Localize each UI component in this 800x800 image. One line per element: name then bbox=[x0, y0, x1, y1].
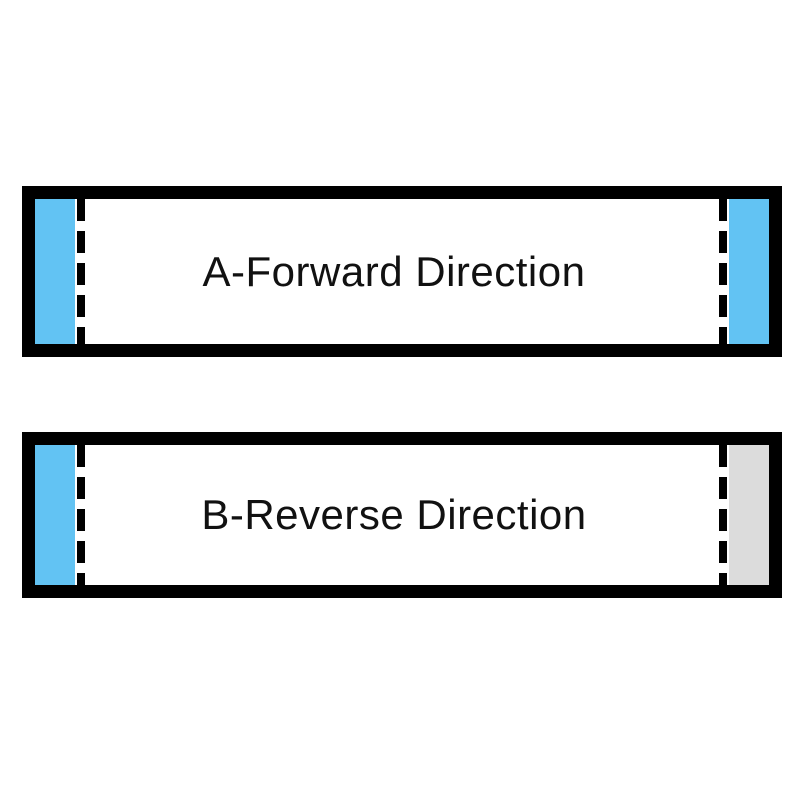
panel-a-left-end-strip bbox=[35, 199, 75, 344]
panel-a-forward: A-Forward Direction bbox=[22, 186, 782, 357]
panel-b-right-end-strip bbox=[729, 445, 769, 585]
panel-b-right-dashed-line bbox=[719, 445, 727, 585]
panel-a-label: A-Forward Direction bbox=[202, 247, 586, 295]
panel-b-left-end-strip bbox=[35, 445, 75, 585]
panel-a-right-end-strip bbox=[729, 199, 769, 344]
panel-a-right-dashed-line bbox=[719, 199, 727, 344]
panel-b-label: B-Reverse Direction bbox=[201, 491, 587, 538]
panel-b-left-dashed-line bbox=[77, 445, 85, 585]
panel-a-left-dashed-line bbox=[77, 199, 85, 344]
panel-b-reverse: B-Reverse Direction bbox=[22, 432, 782, 598]
